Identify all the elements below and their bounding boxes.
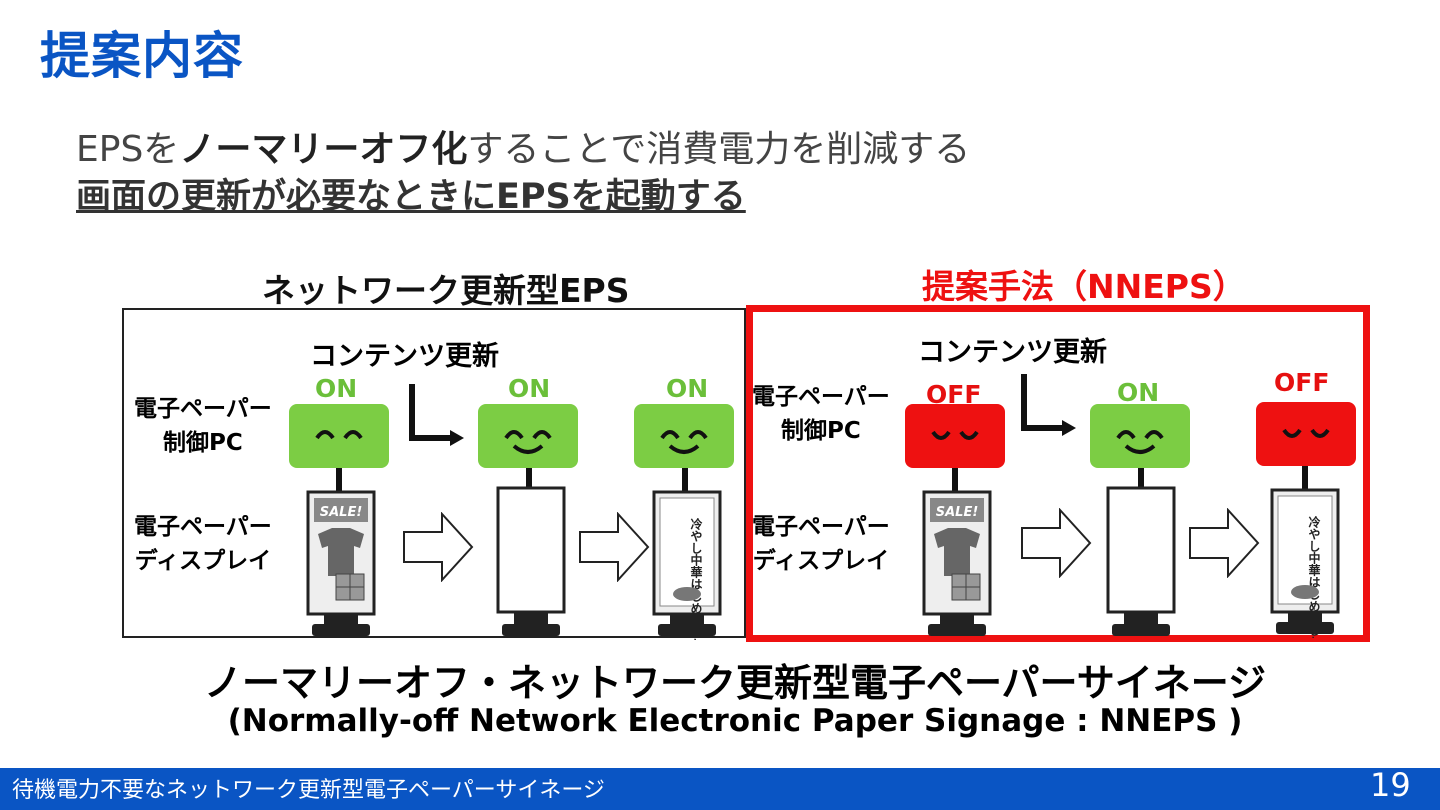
page-number: 19 [1370,766,1411,804]
sale-signage-icon: SALE! [306,490,376,644]
sale-text: SALE! [936,505,979,520]
right-pc-label-line2: 制御PC [781,418,861,444]
left-state-3: ON [666,374,709,403]
left-content-update-label: コンテンツ更新 [310,341,499,372]
update-arrow-icon [1018,372,1078,442]
update-arrow-icon [406,382,466,452]
right-display-label: 電子ペーパー ディスプレイ [752,510,890,578]
slide-title: 提案内容 [40,27,244,85]
right-display-label-line1: 電子ペーパー [752,514,890,540]
sale-text: SALE! [320,505,363,520]
lead-line-1: EPSをノーマリーオフ化することで消費電力を削減する [76,120,970,172]
sale-signage-icon: SALE! [922,490,992,644]
right-section-title: 提案手法（NNEPS） [922,267,1246,306]
pc-stand [1302,466,1308,490]
transition-arrow-icon [402,511,474,586]
pc-sleeping-face-icon [905,404,1005,468]
left-pc-label-line1: 電子ペーパー [134,396,272,422]
pc-face-icon [634,404,734,468]
pc-face-icon [289,404,389,468]
left-display-label-line2: ディスプレイ [134,548,272,574]
blank-signage-icon [496,486,566,644]
transition-arrow-icon [578,511,650,586]
menu-signage-icon: 冷やし中華はじめました [1270,488,1340,648]
pc-stand [526,468,532,492]
left-panel [122,308,746,638]
pc-face-icon [478,404,578,468]
pc-stand [336,468,342,492]
system-name-jp: ノーマリーオフ・ネットワーク更新型電子ペーパーサイネージ [203,661,1267,705]
bottom-bar-title: 待機電力不要なネットワーク更新型電子ペーパーサイネージ [12,778,605,803]
left-section-title: ネットワーク更新型EPS [262,271,630,310]
left-state-1: ON [315,374,358,403]
transition-arrow-icon [1020,507,1092,582]
bottom-bar [0,768,1440,810]
pc-stand [952,468,958,492]
right-state-2: ON [1117,378,1160,407]
right-pc-label: 電子ペーパー 制御PC [752,380,890,448]
left-display-label-line1: 電子ペーパー [134,514,272,540]
pc-stand [1138,468,1144,492]
right-display-label-line2: ディスプレイ [752,548,890,574]
pc-stand [682,468,688,492]
blank-signage-icon [1106,486,1176,644]
pc-face-icon [1090,404,1190,468]
right-panel [746,305,1370,642]
right-pc-label-line1: 電子ペーパー [752,384,890,410]
lead-prefix: EPSを [76,129,180,170]
pc-sleeping-face-icon [1256,402,1356,466]
right-state-3: OFF [1274,368,1330,397]
left-display-label: 電子ペーパー ディスプレイ [134,510,272,578]
lead-suffix: することで消費電力を削減する [467,129,971,170]
transition-arrow-icon [1188,507,1260,582]
menu-signage-icon: 冷やし中華はじめました [652,490,722,650]
left-state-2: ON [508,374,551,403]
right-content-update-label: コンテンツ更新 [918,337,1107,368]
system-name-en: (Normally-off Network Electronic Paper S… [227,703,1243,739]
lead-bold: ノーマリーオフ化 [179,129,468,170]
lead-line-2: 画面の更新が必要なときにEPSを起動する [76,177,746,217]
left-pc-label-line2: 制御PC [163,430,243,456]
left-pc-label: 電子ペーパー 制御PC [134,392,272,460]
